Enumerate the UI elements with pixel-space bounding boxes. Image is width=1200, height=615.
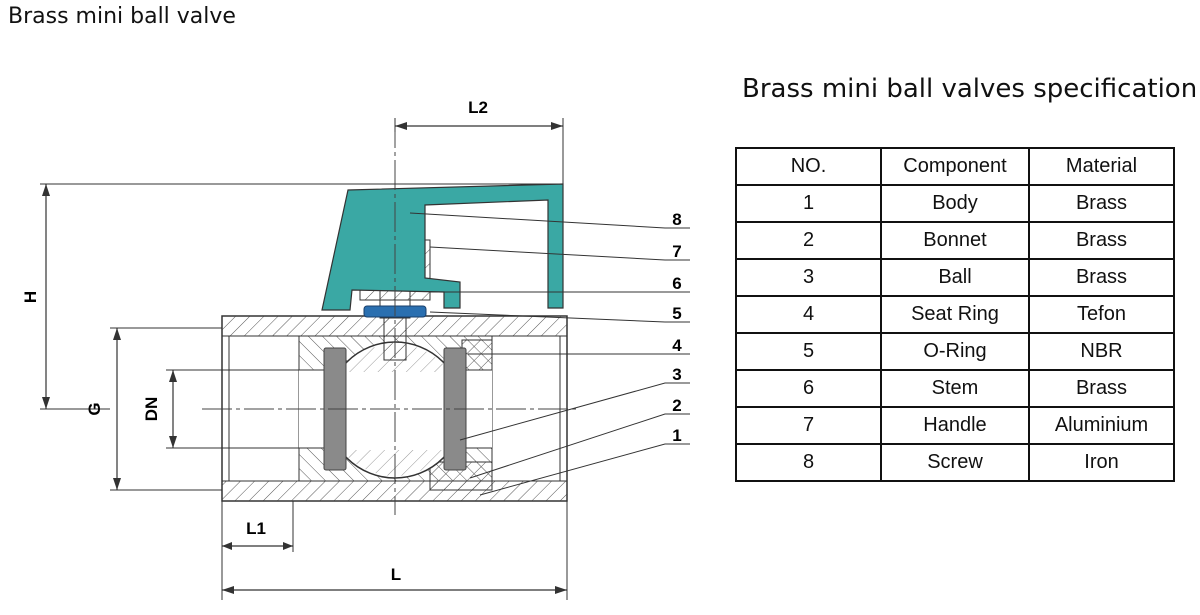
- cell-component: Body: [880, 184, 1030, 223]
- dimension-l1-label: L1: [246, 519, 266, 538]
- handle: [321, 183, 564, 311]
- cell-material: Tefon: [1028, 295, 1175, 334]
- cell-component: Seat Ring: [880, 295, 1030, 334]
- cell-component: Stem: [880, 369, 1030, 408]
- cell-material: Aluminium: [1028, 406, 1175, 445]
- table-row: 5 O-Ring NBR: [735, 332, 1175, 371]
- cell-no: 6: [735, 369, 882, 408]
- cell-no: 5: [735, 332, 882, 371]
- cell-no: 4: [735, 295, 882, 334]
- cell-component: Screw: [880, 443, 1030, 482]
- table-row: 4 Seat Ring Tefon: [735, 295, 1175, 334]
- header-material: Material: [1028, 147, 1175, 186]
- cell-no: 1: [735, 184, 882, 223]
- callout-6: 6: [672, 274, 681, 293]
- callout-8: 8: [672, 210, 681, 229]
- callout-leaders: [409, 212, 690, 496]
- cell-component: O-Ring: [880, 332, 1030, 371]
- dimension-g-label: G: [85, 402, 104, 415]
- valve-drawing: L L1 L2 H G DN: [21, 98, 690, 600]
- cell-material: Brass: [1028, 221, 1175, 260]
- table-row: 3 Ball Brass: [735, 258, 1175, 297]
- cell-material: NBR: [1028, 332, 1175, 371]
- callout-1: 1: [672, 426, 681, 445]
- cell-material: Iron: [1028, 443, 1175, 482]
- spec-title: Brass mini ball valves specification.: [742, 74, 1200, 104]
- callout-5: 5: [672, 304, 681, 323]
- dimension-h-label: H: [21, 291, 40, 303]
- page-title: Brass mini ball valve: [8, 4, 236, 29]
- cell-no: 7: [735, 406, 882, 445]
- header-no: NO.: [735, 147, 882, 186]
- callout-3: 3: [672, 365, 681, 384]
- table-row: 8 Screw Iron: [735, 443, 1175, 482]
- dimension-dn-label: DN: [142, 397, 161, 422]
- cell-material: Brass: [1028, 369, 1175, 408]
- dimension-l2: [394, 118, 564, 184]
- spec-header-row: NO. Component Material: [735, 147, 1175, 186]
- cell-material: Brass: [1028, 184, 1175, 223]
- dimension-l-label: L: [391, 565, 401, 584]
- cell-component: Ball: [880, 258, 1030, 297]
- callout-4: 4: [672, 336, 682, 355]
- dimension-g: [110, 327, 222, 491]
- cell-no: 3: [735, 258, 882, 297]
- header-component: Component: [880, 147, 1030, 186]
- table-row: 7 Handle Aluminium: [735, 406, 1175, 445]
- cell-material: Brass: [1028, 258, 1175, 297]
- cell-component: Handle: [880, 406, 1030, 445]
- cell-component: Bonnet: [880, 221, 1030, 260]
- callout-2: 2: [672, 396, 681, 415]
- table-row: 6 Stem Brass: [735, 369, 1175, 408]
- dimension-dn: [166, 369, 300, 449]
- spec-table: NO. Component Material 1 Body Brass 2 Bo…: [735, 147, 1175, 482]
- cell-no: 2: [735, 221, 882, 260]
- table-row: 1 Body Brass: [735, 184, 1175, 223]
- dimension-l2-label: L2: [468, 98, 488, 117]
- table-row: 2 Bonnet Brass: [735, 221, 1175, 260]
- callout-7: 7: [672, 242, 681, 261]
- dimension-l1: [222, 501, 294, 552]
- cell-no: 8: [735, 443, 882, 482]
- dimension-h: [40, 183, 563, 410]
- dimension-l: [221, 501, 568, 600]
